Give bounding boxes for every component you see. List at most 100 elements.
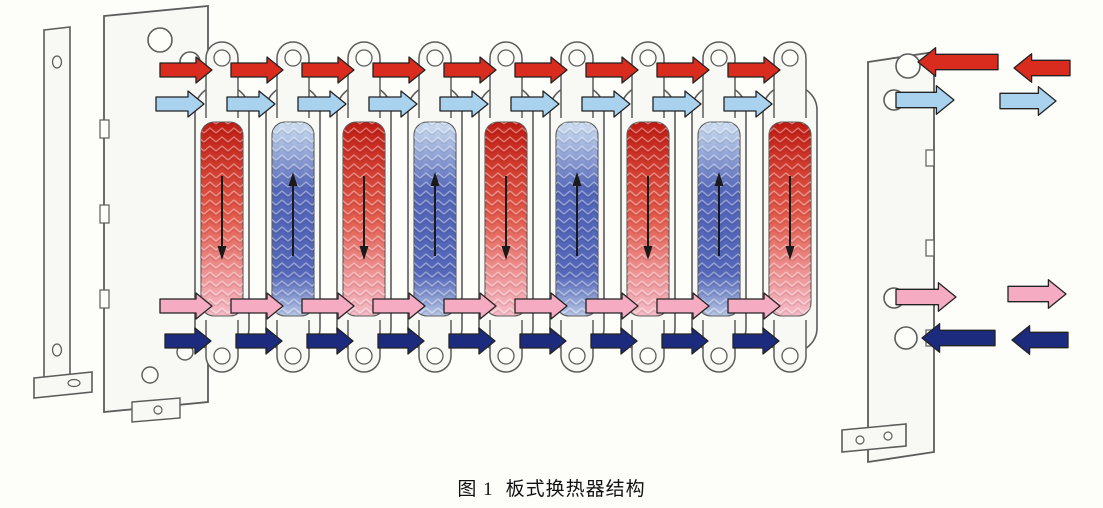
figure-number: 图 1 [457, 479, 494, 500]
plate-top-port-hole [639, 49, 657, 67]
plate-top-port-hole [426, 49, 444, 67]
plate-top-port-hole [568, 49, 586, 67]
cold-inlet-arrow [581, 90, 631, 118]
hot-outlet-arrow [443, 292, 497, 320]
plate-top-port-hole [497, 49, 515, 67]
heat-exchanger-plate-hot [336, 41, 392, 373]
plate-bottom-port-hole [639, 347, 657, 365]
downward-flow-arrow [217, 246, 227, 260]
frame-edge-slot [99, 119, 110, 139]
cold-outlet-arrow [448, 327, 496, 355]
upward-flow-arrow [288, 172, 298, 186]
plate-bottom-port-hole [497, 347, 515, 365]
hot-inlet-arrow [656, 56, 710, 84]
rear-port-hole [895, 53, 921, 79]
plate-top-port-hole [710, 49, 728, 67]
cold-inlet-arrow [510, 90, 560, 118]
plate-bottom-port-hole [355, 347, 373, 365]
hot-inlet-arrow-rear [917, 47, 999, 77]
support-column-bar [43, 26, 71, 392]
movable-frame-body [867, 50, 935, 464]
figure-title: 板式换热器结构 [505, 479, 646, 500]
foot-bolt-hole [67, 378, 81, 388]
heat-exchanger-plate-hot [194, 41, 250, 373]
cold-inlet-arrow [368, 90, 418, 118]
hot-inlet-arrow [585, 56, 639, 84]
cold-outlet-arrow-rear [921, 323, 996, 353]
cold-inlet-arrow [652, 90, 702, 118]
frame-foot [131, 397, 181, 423]
hot-inlet-arrow-outer [1013, 53, 1071, 83]
heat-exchanger-plate-cold [407, 41, 463, 373]
cold-inlet-arrow [226, 90, 276, 118]
column-foot [33, 371, 93, 399]
foot-bolt-hole [855, 435, 865, 445]
plate-bottom-port-hole [710, 347, 728, 365]
cold-outlet-arrow [377, 327, 425, 355]
cold-outlet-arrow [235, 327, 283, 355]
downward-flow-arrow [501, 246, 511, 260]
column-bolt-hole [51, 55, 63, 69]
frame-port-hole [141, 366, 159, 384]
plate-top-port-hole [284, 49, 302, 67]
frame-port-hole [147, 27, 173, 53]
hot-inlet-arrow [514, 56, 568, 84]
hot-outlet-arrow [372, 292, 426, 320]
plate-bottom-port-hole [781, 347, 799, 365]
hot-inlet-arrow [727, 56, 781, 84]
cold-outlet-arrow [732, 327, 780, 355]
column-bolt-hole [51, 343, 63, 357]
cold-inlet-arrow [723, 90, 773, 118]
foot-bolt-hole [153, 405, 163, 415]
cold-inlet-arrow-rear [895, 85, 955, 115]
plate-bottom-port-hole [284, 347, 302, 365]
hot-inlet-arrow [159, 56, 213, 84]
support-column [33, 26, 93, 399]
figure-caption: 图 1 板式换热器结构 [457, 474, 645, 501]
cold-outlet-arrow [590, 327, 638, 355]
cold-inlet-arrow [297, 90, 347, 118]
cold-outlet-arrow [519, 327, 567, 355]
rear-frame-foot [841, 423, 907, 453]
heat-exchanger-plate-cold [549, 41, 605, 373]
cold-outlet-arrow [306, 327, 354, 355]
plate-bottom-port-hole [426, 347, 444, 365]
foot-bolt-hole [883, 431, 893, 441]
rear-port-hole [894, 326, 918, 350]
hot-outlet-arrow [301, 292, 355, 320]
hot-outlet-arrow [656, 292, 710, 320]
cold-outlet-arrow [661, 327, 709, 355]
cold-outlet-arrow [164, 327, 212, 355]
cold-inlet-arrow [439, 90, 489, 118]
plate-bottom-port-hole [213, 347, 231, 365]
frame-edge-slot [99, 204, 110, 224]
movable-frame-plate [841, 50, 935, 464]
hot-outlet-arrow [230, 292, 284, 320]
frame-edge-slot [99, 289, 110, 309]
frame-edge-slot [925, 239, 935, 257]
cold-outlet-arrow-outer [1011, 325, 1069, 355]
frame-edge-slot [925, 149, 935, 167]
heat-exchanger-plate-hot [478, 41, 534, 373]
hot-inlet-arrow [230, 56, 284, 84]
heat-exchanger-plate-cold [691, 41, 747, 373]
plate-top-port-hole [781, 49, 799, 67]
plate-heat-exchanger-diagram [33, 5, 1071, 464]
downward-flow-arrow [785, 246, 795, 260]
heat-exchanger-plate-hot [620, 41, 676, 373]
hot-outlet-arrow-outer [1007, 279, 1067, 309]
upward-flow-arrow [714, 172, 724, 186]
hot-outlet-arrow [585, 292, 639, 320]
downward-flow-arrow [359, 246, 369, 260]
hot-outlet-arrow [727, 292, 781, 320]
hot-inlet-arrow [372, 56, 426, 84]
plate-top-port-hole [213, 49, 231, 67]
cold-inlet-arrow [155, 90, 205, 118]
heat-exchanger-plate-hot [762, 41, 818, 373]
hot-inlet-arrow [301, 56, 355, 84]
hot-outlet-arrow-rear [895, 282, 957, 312]
downward-flow-arrow [643, 246, 653, 260]
hot-inlet-arrow [443, 56, 497, 84]
hot-outlet-arrow [159, 292, 213, 320]
